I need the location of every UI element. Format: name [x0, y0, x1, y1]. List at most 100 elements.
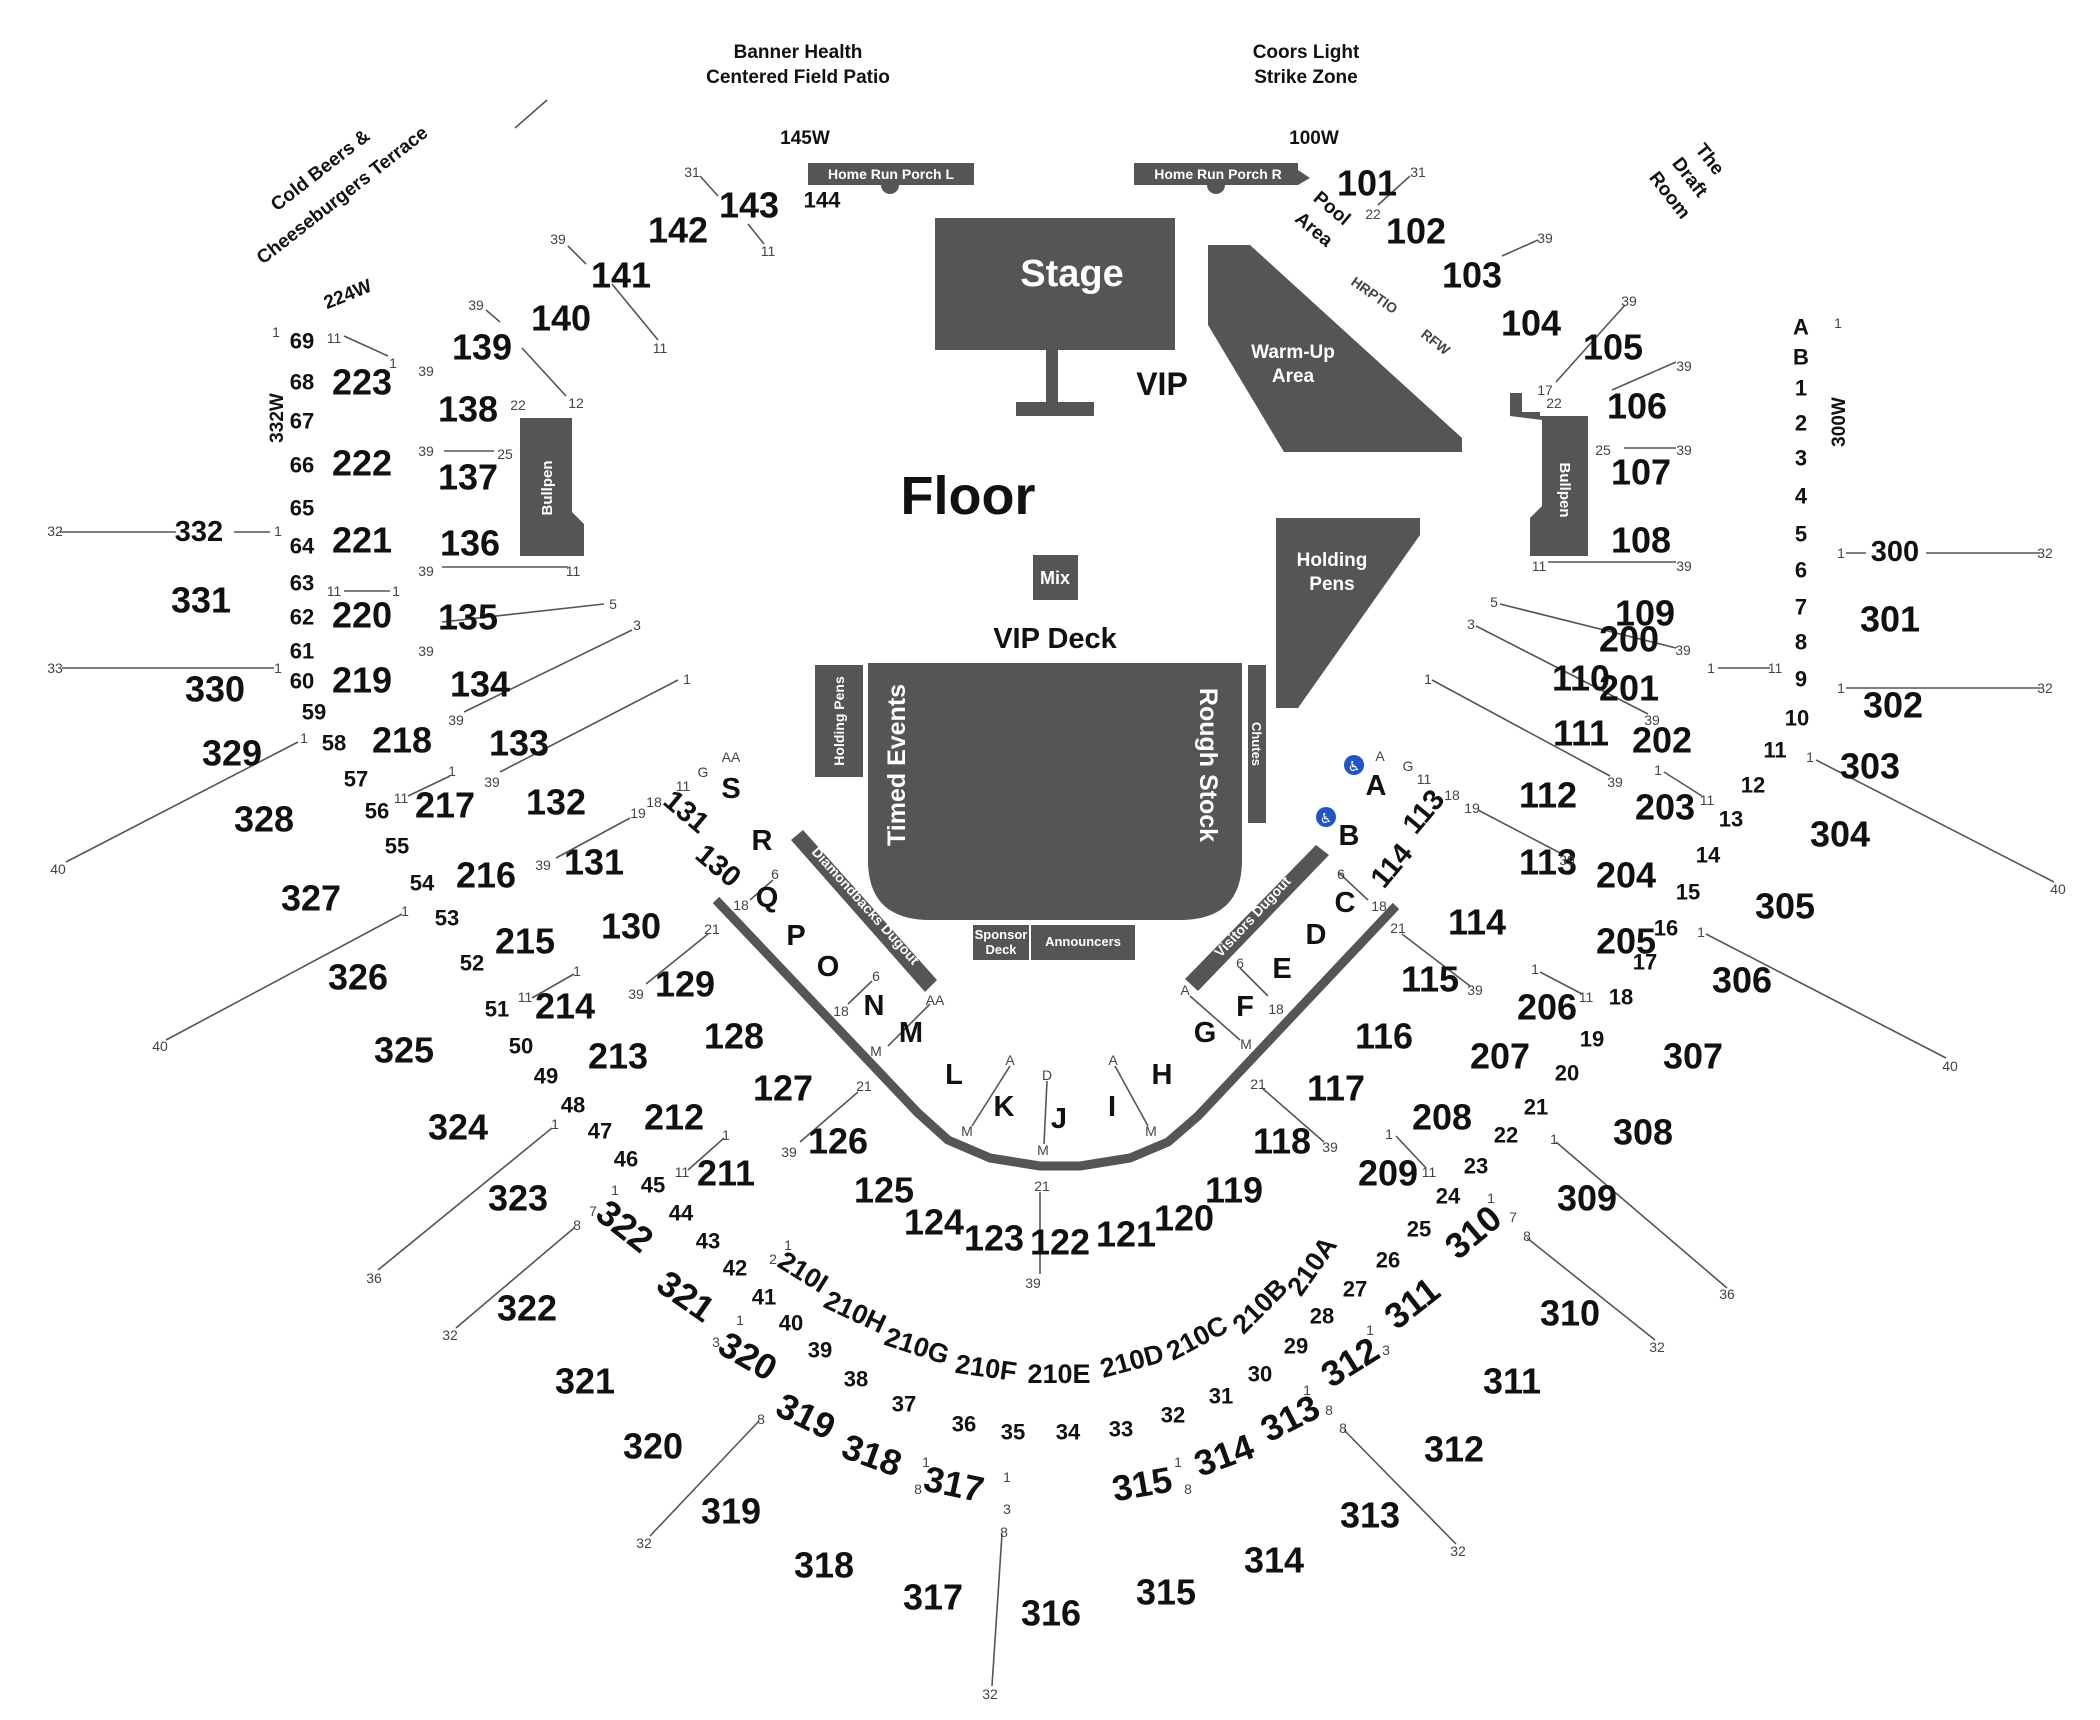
section-113[interactable]: 113 — [1519, 842, 1577, 883]
section-313[interactable]: 313 — [1340, 1495, 1400, 1536]
floor-section-f[interactable]: F — [1236, 991, 1254, 1023]
section-301[interactable]: 301 — [1860, 599, 1920, 640]
section-200[interactable]: 200 — [1599, 619, 1659, 660]
section-325[interactable]: 325 — [374, 1030, 434, 1071]
section-111[interactable]: 111 — [1553, 713, 1609, 754]
section-222[interactable]: 222 — [332, 443, 392, 484]
section-315[interactable]: 315 — [1136, 1572, 1196, 1613]
section-318[interactable]: 318 — [837, 1425, 907, 1484]
suite-57[interactable]: 57 — [344, 767, 368, 792]
suite-20[interactable]: 20 — [1555, 1061, 1579, 1086]
suite-30[interactable]: 30 — [1248, 1362, 1272, 1387]
floor-section-e[interactable]: E — [1272, 953, 1291, 985]
section-113[interactable]: 113 — [1397, 784, 1452, 840]
section-104[interactable]: 104 — [1501, 303, 1561, 344]
suite-6[interactable]: 6 — [1795, 558, 1807, 583]
section-210i[interactable]: 210I — [773, 1245, 833, 1298]
section-210d[interactable]: 210D — [1097, 1338, 1167, 1384]
section-306[interactable]: 306 — [1712, 960, 1772, 1001]
suite-50[interactable]: 50 — [509, 1034, 533, 1059]
section-112[interactable]: 112 — [1519, 775, 1577, 816]
section-204[interactable]: 204 — [1596, 855, 1656, 896]
suite-69[interactable]: 69 — [290, 329, 314, 354]
section-127[interactable]: 127 — [753, 1068, 813, 1109]
section-126[interactable]: 126 — [808, 1121, 868, 1162]
suite-14[interactable]: 14 — [1696, 843, 1721, 868]
section-105[interactable]: 105 — [1583, 327, 1643, 368]
section-309[interactable]: 309 — [1557, 1178, 1617, 1219]
floor-section-h[interactable]: H — [1152, 1059, 1173, 1091]
home-run-porch-l[interactable]: Home Run Porch L — [808, 163, 974, 194]
section-308[interactable]: 308 — [1613, 1112, 1673, 1153]
section-302[interactable]: 302 — [1863, 685, 1923, 726]
suite-67[interactable]: 67 — [290, 409, 314, 434]
section-139[interactable]: 139 — [452, 327, 512, 368]
section-130[interactable]: 130 — [689, 838, 747, 894]
suite-32[interactable]: 32 — [1161, 1403, 1185, 1428]
suite-1[interactable]: 1 — [1795, 376, 1807, 401]
section-321[interactable]: 321 — [650, 1262, 723, 1330]
section-140[interactable]: 140 — [531, 298, 591, 339]
suite-68[interactable]: 68 — [290, 370, 314, 395]
section-118[interactable]: 118 — [1253, 1121, 1311, 1162]
section-144[interactable]: 144 — [804, 188, 841, 213]
suite-5[interactable]: 5 — [1795, 522, 1807, 547]
section-304[interactable]: 304 — [1810, 814, 1870, 855]
suite-39[interactable]: 39 — [808, 1338, 832, 1363]
section-212[interactable]: 212 — [644, 1097, 704, 1138]
home-run-porch-r[interactable]: Home Run Porch R — [1134, 163, 1310, 194]
section-109[interactable]: 109 — [1615, 593, 1675, 634]
suite-25[interactable]: 25 — [1407, 1217, 1431, 1242]
section-329[interactable]: 329 — [202, 733, 262, 774]
suite-53[interactable]: 53 — [435, 906, 459, 931]
suite-65[interactable]: 65 — [290, 496, 314, 521]
suite-33[interactable]: 33 — [1109, 1417, 1133, 1442]
suite-2[interactable]: 2 — [1795, 411, 1807, 436]
floor-section-i[interactable]: I — [1108, 1091, 1116, 1123]
section-330[interactable]: 330 — [185, 669, 245, 710]
section-102[interactable]: 102 — [1386, 211, 1446, 252]
section-324[interactable]: 324 — [428, 1107, 488, 1148]
section-130[interactable]: 130 — [601, 906, 661, 947]
suite-24[interactable]: 24 — [1436, 1184, 1461, 1209]
suite-63[interactable]: 63 — [290, 571, 314, 596]
suite-26[interactable]: 26 — [1376, 1248, 1400, 1273]
suite-12[interactable]: 12 — [1741, 773, 1765, 798]
section-316[interactable]: 316 — [1021, 1593, 1081, 1634]
suite-44[interactable]: 44 — [669, 1201, 694, 1226]
suite-31[interactable]: 31 — [1209, 1384, 1233, 1409]
section-115[interactable]: 115 — [1401, 959, 1459, 1000]
section-207[interactable]: 207 — [1470, 1036, 1530, 1077]
suite-b[interactable]: B — [1793, 345, 1809, 370]
floor-section-l[interactable]: L — [945, 1059, 963, 1091]
section-132[interactable]: 132 — [526, 782, 586, 823]
section-320[interactable]: 320 — [712, 1323, 785, 1389]
section-210e[interactable]: 210E — [1027, 1359, 1090, 1389]
section-103[interactable]: 103 — [1442, 255, 1502, 296]
section-300[interactable]: 300 — [1871, 536, 1919, 568]
section-101[interactable]: 101 — [1337, 163, 1397, 204]
floor-section-s[interactable]: S — [721, 773, 740, 805]
section-108[interactable]: 108 — [1611, 520, 1671, 561]
section-138[interactable]: 138 — [438, 389, 498, 430]
section-217[interactable]: 217 — [415, 785, 475, 826]
section-107[interactable]: 107 — [1611, 452, 1671, 493]
section-210f[interactable]: 210F — [953, 1349, 1018, 1387]
section-202[interactable]: 202 — [1632, 720, 1692, 761]
section-208[interactable]: 208 — [1412, 1097, 1472, 1138]
section-143[interactable]: 143 — [719, 185, 779, 226]
section-129[interactable]: 129 — [655, 964, 715, 1005]
suite-11[interactable]: 11 — [1763, 738, 1786, 763]
section-220[interactable]: 220 — [332, 595, 392, 636]
section-323[interactable]: 323 — [488, 1178, 548, 1219]
suite-21[interactable]: 21 — [1524, 1095, 1548, 1120]
section-133[interactable]: 133 — [489, 723, 549, 764]
section-318[interactable]: 318 — [794, 1545, 854, 1586]
suite-4[interactable]: 4 — [1795, 484, 1808, 509]
suite-35[interactable]: 35 — [1001, 1420, 1025, 1445]
suite-66[interactable]: 66 — [290, 453, 314, 478]
section-215[interactable]: 215 — [495, 921, 555, 962]
floor-section-q[interactable]: Q — [756, 882, 779, 914]
floor-section-m[interactable]: M — [899, 1017, 923, 1049]
section-312[interactable]: 312 — [1424, 1429, 1484, 1470]
